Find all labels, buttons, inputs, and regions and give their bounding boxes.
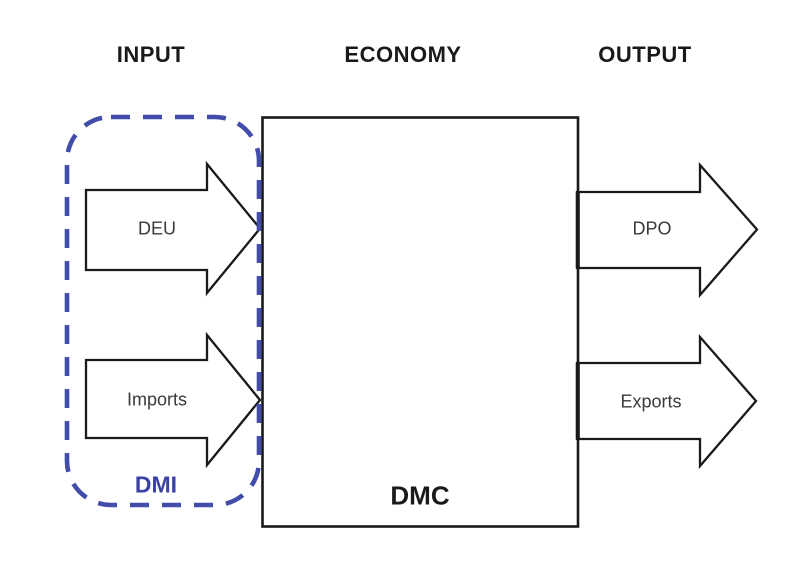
exports-arrow-label: Exports xyxy=(620,391,682,412)
imports-arrow xyxy=(84,331,262,469)
deu-arrow xyxy=(84,160,262,297)
exports-arrow xyxy=(575,333,758,470)
dmi-group-label: DMI xyxy=(134,471,178,498)
dpo-arrow xyxy=(575,161,759,299)
dpo-arrow-label: DPO xyxy=(632,218,672,239)
imports-arrow-label: Imports xyxy=(126,389,188,410)
column-header-economy: ECONOMY xyxy=(344,42,462,67)
column-header-input: INPUT xyxy=(116,42,186,67)
economy-box xyxy=(261,116,580,528)
dmi-boundary xyxy=(64,114,262,508)
column-header-output: OUTPUT xyxy=(598,42,692,67)
dmc-box-label: DMC xyxy=(390,480,450,511)
deu-arrow-label: DEU xyxy=(137,218,177,239)
